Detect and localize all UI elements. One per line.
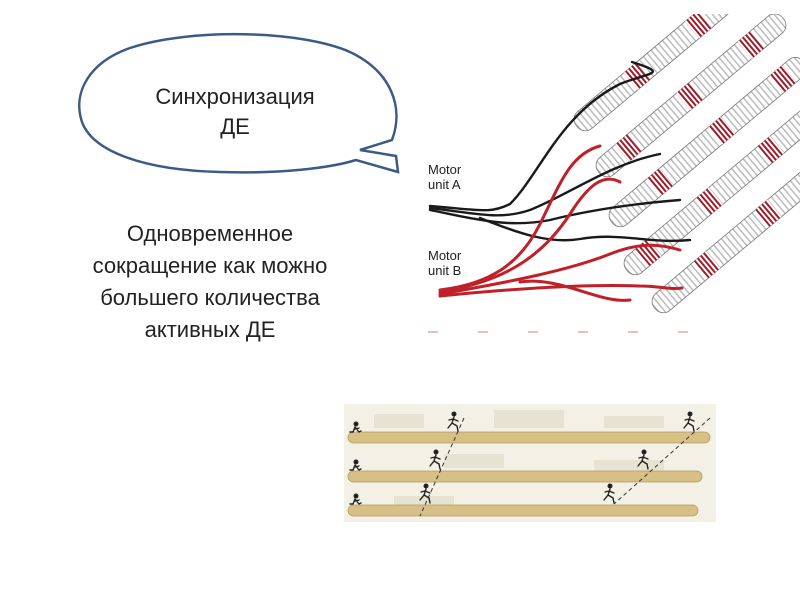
runners-illustration — [344, 404, 716, 522]
description-line-3: большего количества — [100, 285, 320, 310]
runner-icon — [603, 483, 615, 504]
motor-unit-a-label-line2: unit A — [428, 177, 461, 192]
runner-icon — [349, 459, 362, 471]
description-line-4: активных ДЕ — [144, 317, 276, 342]
description-line-2: сокращение как можно — [92, 253, 328, 278]
muscle-fibers — [573, 14, 800, 314]
description-line-1: Одновременное — [126, 221, 294, 246]
runner-icon — [349, 493, 362, 505]
runner-icon — [429, 449, 441, 470]
motor-unit-b-nerve — [438, 144, 684, 302]
runner-icon — [447, 411, 459, 432]
runner-icon — [349, 421, 362, 433]
speech-bubble-outline — [78, 32, 400, 174]
muscle-fiber — [573, 14, 757, 132]
fiber-rod — [347, 504, 699, 517]
bubble-title-line2: ДЕ — [220, 114, 250, 139]
runner-icon — [683, 411, 695, 432]
bubble-title-line1: Синхронизация — [155, 84, 315, 109]
motor-unit-a-label-line1: Motor — [428, 162, 462, 177]
motor-unit-a-nerve — [428, 60, 692, 243]
motor-unit-b-label-line2: unit B — [428, 263, 461, 278]
runner-figures — [349, 411, 695, 505]
motor-unit-diagram: Motor unit A Motor unit B — [428, 14, 800, 333]
motor-unit-b-label-line1: Motor — [428, 248, 462, 263]
background-shapes — [374, 410, 664, 506]
bubble-text: Синхронизация ДЕ — [100, 82, 370, 142]
description-text: Одновременное сокращение как можно больш… — [40, 218, 380, 346]
runner-icon — [419, 483, 431, 504]
muscle-fiber — [651, 162, 800, 314]
wave-guides — [419, 417, 711, 517]
fiber-rod — [347, 470, 703, 483]
runner-icon — [637, 449, 649, 470]
fiber-rod — [347, 431, 711, 444]
